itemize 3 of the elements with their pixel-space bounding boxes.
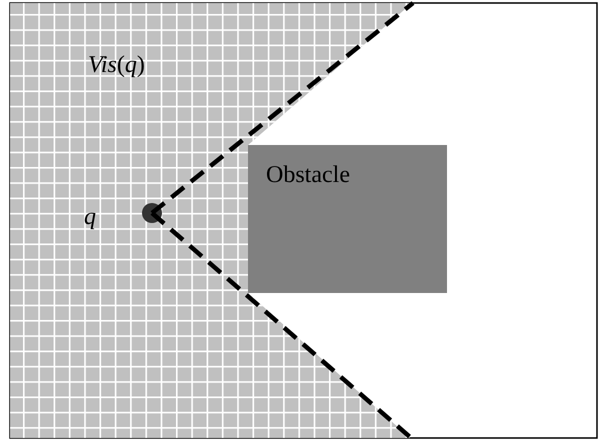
point-label: q	[84, 205, 96, 229]
obstacle-label: Obstacle	[266, 163, 350, 187]
region-label: Vis(q)	[88, 53, 145, 77]
